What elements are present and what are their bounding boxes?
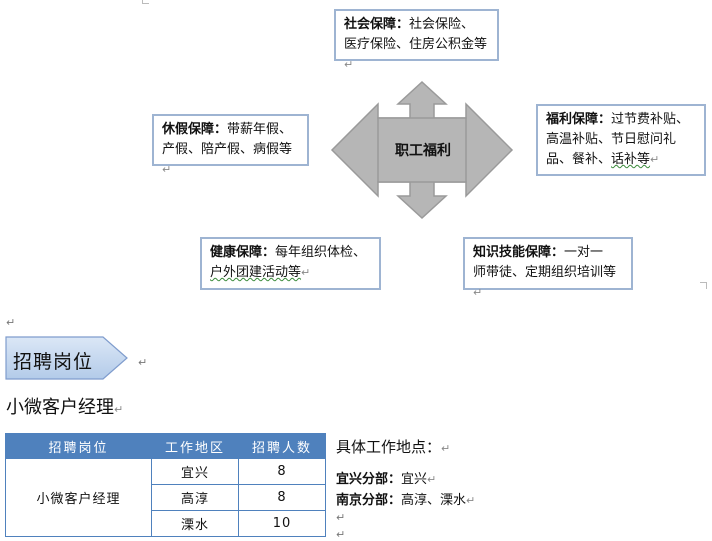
skills-title: 知识技能保障 <box>473 245 552 260</box>
page-corner-mark <box>142 0 149 4</box>
location-value: 高淳、溧水 <box>401 493 467 508</box>
paragraph-mark: ↵ <box>336 511 346 524</box>
welfare-text-line1: 过节费补贴、 <box>611 112 690 127</box>
paragraph-mark: ↵ <box>162 163 172 176</box>
vacation-title: 休假保障 <box>162 122 215 137</box>
vacation-box: 休假保障：带薪年假、 产假、陪产假、病假等↵ <box>152 114 309 176</box>
cell-count: 8 <box>238 484 326 511</box>
health-box: 健康保障：每年组织体检、 户外团建活动等↵ <box>200 237 381 290</box>
paragraph-mark: ↵ <box>114 403 124 416</box>
social-text-line2: 医疗保险、住房公积金等 <box>344 37 488 52</box>
welfare-text-line3b: 话补等 <box>611 152 651 167</box>
skills-box: 知识技能保障：一对一 师带徒、定期组织培训等↵ <box>463 237 633 299</box>
welfare-title: 福利保障 <box>546 112 599 127</box>
cell-area: 宜兴 <box>151 458 239 485</box>
skills-text-line1: 一对一 <box>564 245 604 260</box>
recruitment-table: 招聘岗位 工作地区 招聘人数 小微客户经理 宜兴 8 高淳 8 溧水 10 <box>5 433 326 537</box>
social-title: 社会保障 <box>344 17 397 32</box>
paragraph-mark: ↵ <box>6 316 16 329</box>
vacation-text-line2: 产假、陪产假、病假等 <box>162 142 293 157</box>
location-label: 南京分部： <box>336 493 402 508</box>
header-area: 工作地区 <box>151 433 239 459</box>
welfare-text-line2: 高温补贴、节日慰问礼 <box>546 132 677 147</box>
header-count: 招聘人数 <box>238 433 326 459</box>
paragraph-mark: ↵ <box>336 528 346 541</box>
paragraph-mark: ↵ <box>466 494 476 507</box>
paragraph-mark: ↵ <box>301 266 311 279</box>
health-text-line1: 每年组织体检、 <box>275 245 367 260</box>
location-label: 宜兴分部： <box>336 472 402 487</box>
cell-area: 高淳 <box>151 484 239 511</box>
location-value: 宜兴 <box>401 472 428 487</box>
health-title: 健康保障 <box>210 245 263 260</box>
locations-heading: 具体工作地点：↵ <box>336 438 451 456</box>
paragraph-mark: ↵ <box>138 356 148 369</box>
social-security-box: 社会保障：社会保险、 医疗保险、住房公积金等↵ <box>334 9 499 71</box>
cell-position: 小微客户经理 <box>5 458 152 537</box>
location-item: 宜兴分部：宜兴↵ <box>336 468 436 487</box>
table-header-row: 招聘岗位 工作地区 招聘人数 <box>5 433 326 459</box>
header-position: 招聘岗位 <box>5 433 152 459</box>
cell-count: 8 <box>238 458 326 485</box>
center-label: 职工福利 <box>395 143 451 159</box>
table-row: 溧水 10 <box>6 510 326 537</box>
section-header-shape <box>5 336 128 380</box>
skills-text-line2: 师带徒、定期组织培训等 <box>473 265 617 280</box>
position-title: 小微客户经理↵ <box>6 397 124 418</box>
welfare-text-line3a: 品、餐补、 <box>546 152 612 167</box>
page-corner-mark <box>700 282 707 289</box>
paragraph-mark: ↵ <box>427 473 437 486</box>
paragraph-mark: ↵ <box>650 153 660 166</box>
health-text-line2: 户外团建活动等 <box>210 265 302 280</box>
cell-area: 溧水 <box>151 510 239 537</box>
paragraph-mark: ↵ <box>344 58 354 71</box>
table-row: 小微客户经理 宜兴 8 <box>5 458 326 537</box>
vacation-text-line1: 带薪年假、 <box>227 122 293 137</box>
four-way-arrow-shape <box>330 80 514 220</box>
paragraph-mark: ↵ <box>473 286 483 299</box>
social-text-line1: 社会保险、 <box>409 17 475 32</box>
paragraph-mark: ↵ <box>441 442 451 455</box>
location-item: 南京分部：高淳、溧水↵ <box>336 489 475 508</box>
cell-count: 10 <box>238 510 326 537</box>
section-title: 招聘岗位 <box>13 351 94 373</box>
welfare-box: 福利保障：过节费补贴、 高温补贴、节日慰问礼 品、餐补、话补等↵ <box>536 104 706 176</box>
